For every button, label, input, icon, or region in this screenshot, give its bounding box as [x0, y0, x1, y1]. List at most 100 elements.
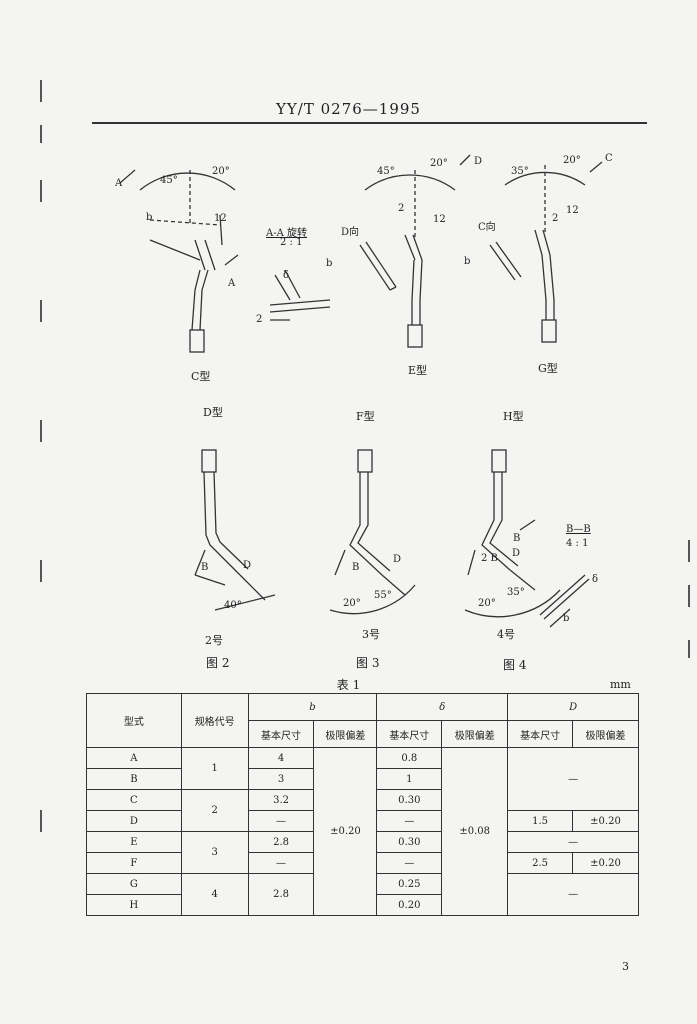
header-basic: 基本尺寸 — [507, 720, 574, 748]
dim-label: b — [146, 212, 153, 223]
cell-d-empty: — — [507, 873, 639, 916]
dim-label: b — [326, 258, 333, 269]
dim-label: δ — [283, 270, 290, 281]
cell-b: 4 — [247, 747, 315, 769]
header-code: 规格代号 — [180, 693, 249, 748]
cell-b-tol: ±0.20 — [313, 747, 378, 916]
section-label: B — [513, 533, 521, 544]
cell-type: B — [86, 768, 182, 790]
view-label: C向 — [478, 222, 496, 233]
cell-type: H — [86, 894, 182, 916]
cell-delta: — — [376, 852, 443, 874]
figure-type-name: E型 — [408, 364, 428, 377]
angle-label: 35° — [511, 166, 529, 177]
cell-b: — — [247, 852, 315, 874]
dim-label: D — [393, 554, 402, 565]
table-row: H 0.20 — [86, 894, 639, 916]
header-delta: δ — [376, 693, 509, 721]
cell-delta: 0.30 — [376, 831, 443, 853]
cell-type: E — [86, 831, 182, 853]
section-label: A — [228, 278, 236, 289]
cell-b: — — [247, 810, 315, 832]
cell-delta: 1 — [376, 768, 443, 790]
angle-label: 40° — [224, 600, 242, 611]
angle-label: 35° — [507, 587, 525, 598]
figure-type-name: C型 — [191, 370, 211, 383]
header-b: b — [247, 693, 378, 721]
cell-code: 2 — [180, 789, 249, 832]
cell-type: F — [86, 852, 182, 874]
header-basic: 基本尺寸 — [247, 720, 315, 748]
cell-d-tol: ±0.20 — [572, 852, 639, 874]
cell-b: 3 — [247, 768, 315, 790]
cell-d-tol: ±0.20 — [572, 810, 639, 832]
cell-delta: 0.30 — [376, 789, 443, 811]
cell-type: A — [86, 747, 182, 769]
header-type: 型式 — [86, 693, 182, 748]
header-d: D — [507, 693, 639, 721]
figure-type-name: G型 — [538, 362, 558, 375]
margin-mark — [688, 585, 690, 607]
dim-label: D — [512, 548, 521, 559]
dim-label: 2 — [552, 213, 559, 224]
cell-code: 3 — [180, 831, 249, 874]
dim-label: δ — [592, 574, 599, 585]
section-scale: 4 : 1 — [566, 538, 589, 549]
document-header: YY/T 0276—1995 — [276, 100, 421, 118]
header-tol: 极限偏差 — [572, 720, 639, 748]
angle-label: 20° — [343, 598, 361, 609]
table-row: B 3 1 — [86, 768, 639, 790]
figure-caption: 图 2 — [206, 656, 230, 670]
margin-mark — [40, 125, 42, 143]
cell-type: D — [86, 810, 182, 832]
margin-mark — [40, 80, 42, 102]
figure-caption: 图 3 — [356, 656, 380, 670]
cell-b: 3.2 — [247, 789, 315, 811]
cell-code: 1 — [180, 747, 249, 790]
margin-mark — [40, 300, 42, 322]
section-label: A — [115, 178, 123, 189]
figure-number: 3号 — [362, 628, 380, 641]
header-rule — [92, 122, 647, 124]
table-row: D — — 1.5 ±0.20 — [86, 810, 639, 832]
header-tol: 极限偏差 — [313, 720, 378, 748]
section-aa-drawing — [269, 269, 331, 321]
margin-mark — [40, 810, 42, 832]
angle-label: 20° — [478, 598, 496, 609]
angle-label: 45° — [160, 175, 178, 186]
direction-label: C — [605, 153, 613, 164]
cell-delta-tol: ±0.08 — [441, 747, 509, 916]
dim-label: b — [464, 256, 471, 267]
direction-label: D — [474, 156, 483, 167]
figure-caption: 图 4 — [503, 658, 527, 672]
cell-delta: 0.8 — [376, 747, 443, 769]
angle-label: 45° — [377, 166, 395, 177]
figure-type-f — [329, 449, 416, 615]
dim-label: b — [563, 613, 570, 624]
header-tol: 极限偏差 — [441, 720, 509, 748]
table-caption: 表 1 — [336, 678, 361, 692]
figure-number: 4号 — [497, 628, 515, 641]
section-bb-drawing — [539, 574, 590, 628]
dim-label: 12 — [433, 214, 446, 225]
cell-code: 4 — [180, 873, 249, 916]
dim-label: 2 B — [481, 553, 498, 564]
table-row: C 2 3.2 0.30 — [86, 789, 639, 832]
section-title: B—B — [566, 524, 591, 535]
cell-type: C — [86, 789, 182, 811]
figure-type-name: D型 — [203, 406, 223, 419]
figure-type-name: H型 — [503, 410, 524, 423]
dim-label: 2 — [398, 203, 405, 214]
dim-label: B — [352, 562, 360, 573]
figure-type-c — [119, 169, 239, 353]
spec-table: 型式 规格代号 b δ D 基本尺寸 极限偏差 基本尺寸 极限偏差 基本尺寸 极… — [86, 693, 639, 916]
header-basic: 基本尺寸 — [376, 720, 443, 748]
cell-delta: 0.25 — [376, 873, 443, 895]
section-title: A-A 旋转 — [266, 228, 308, 239]
dim-label: B — [201, 562, 209, 573]
cell-type: G — [86, 873, 182, 895]
section-scale: 2 : 1 — [280, 237, 303, 248]
figure-type-h — [464, 449, 561, 618]
figure-type-d — [194, 449, 276, 611]
margin-mark — [40, 560, 42, 582]
